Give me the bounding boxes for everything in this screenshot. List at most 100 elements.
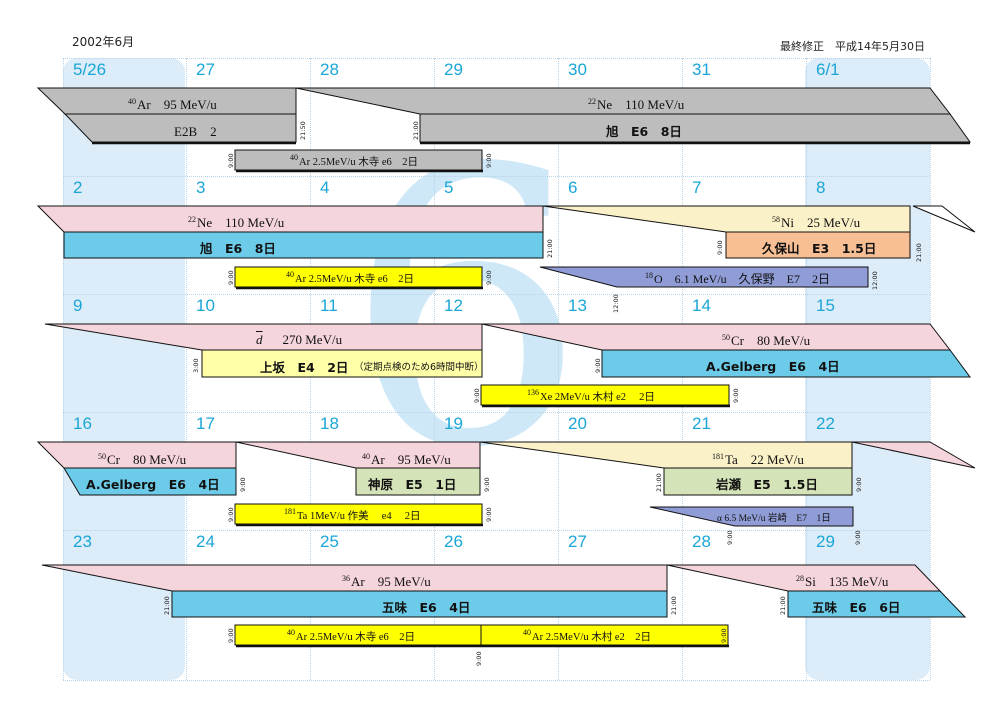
time-mark: 21:00: [779, 596, 787, 615]
band-w4-iwase[interactable]: [663, 467, 853, 496]
band-w3-uesaka[interactable]: [201, 349, 483, 378]
time-mark: 9:00: [720, 628, 728, 643]
time-mark: 21:00: [915, 243, 923, 262]
band-w1-ne-bottom[interactable]: [419, 113, 971, 143]
band-w4-kanbara[interactable]: [355, 467, 481, 496]
time-mark: 9:00: [483, 477, 491, 492]
time-mark: 12:00: [871, 271, 879, 290]
label-w5-gomi2: 五味 E6 6日: [812, 600, 901, 615]
grid-line: [63, 294, 930, 295]
day-number: 2: [73, 178, 83, 197]
label-w3-xe: 136Xe 2MeV/u 木村 e2 2日: [527, 388, 655, 403]
day-number: 9: [73, 296, 83, 315]
time-mark: 9:00: [854, 530, 862, 545]
time-mark: 21:00: [670, 596, 678, 615]
label-w3-gelberg: A.Gelberg E6 4日: [706, 359, 840, 374]
time-mark: 21:00: [163, 596, 171, 615]
label-w5-si: 28Si 135 MeV/u: [796, 574, 889, 589]
day-number: 18: [320, 414, 339, 433]
label-w2-kubo: 久保山 E3 1.5日: [762, 241, 877, 256]
day-number: 27: [196, 60, 215, 79]
time-mark: 9:00: [227, 628, 235, 643]
day-number: 17: [196, 414, 215, 433]
day-number: 5/26: [73, 60, 107, 79]
time-mark: 9:00: [485, 270, 493, 285]
day-number: 19: [444, 414, 463, 433]
day-number: 23: [73, 532, 92, 551]
label-w3-uesaka: 上坂 E4 2日: [260, 360, 349, 375]
time-mark: 21:50: [299, 121, 307, 140]
day-number: 28: [692, 532, 711, 551]
band-w4-next[interactable]: [851, 441, 976, 469]
label-w4-cr: 50Cr 80 MeV/u: [98, 452, 187, 467]
day-number: 15: [816, 296, 835, 315]
grid-line: [63, 58, 930, 59]
grid-line: [63, 176, 930, 177]
day-number: 12: [444, 296, 463, 315]
grid-line: [558, 58, 559, 680]
time-mark: 9:00: [732, 388, 740, 403]
label-w3-note: （定期点検のため6時間中断）: [354, 362, 484, 373]
time-mark: 9:00: [227, 270, 235, 285]
time-mark: 21:00: [412, 121, 420, 140]
label-w2-ni: 58Ni 25 MeV/u: [772, 215, 861, 230]
band-w2-asahi[interactable]: [63, 231, 544, 259]
label-w4-ta: 181Ta 22 MeV/u: [712, 452, 804, 467]
time-mark: 21:00: [546, 239, 554, 258]
day-number: 6: [568, 178, 578, 197]
day-number: 6/1: [816, 60, 840, 79]
revision-date: 最終修正 平成14年5月30日: [780, 40, 925, 53]
label-w5-ar: 36Ar 95 MeV/u: [342, 574, 431, 589]
day-number: 16: [73, 414, 92, 433]
time-mark: 9:00: [726, 530, 734, 545]
day-number: 31: [692, 60, 711, 79]
label-w1-ne: 22Ne 110 MeV/u: [588, 97, 685, 112]
day-number: 5: [444, 178, 454, 197]
band-w2-ne-top[interactable]: [36, 205, 544, 233]
day-number: 14: [692, 296, 711, 315]
day-number: 20: [568, 414, 587, 433]
label-w2-o: 18O 6.1 MeV/u 久保野 E7 2日: [645, 271, 830, 286]
band-w2-o[interactable]: [539, 266, 869, 288]
label-w5-kidera: 40Ar 2.5MeV/u 木寺 e6 2日: [287, 628, 415, 643]
day-number: 11: [320, 296, 338, 315]
day-number: 8: [816, 178, 826, 197]
day-number: 10: [196, 296, 215, 315]
day-number: 25: [320, 532, 339, 551]
day-number: 29: [444, 60, 463, 79]
label-w4-kanbara: 神原 E5 1日: [368, 477, 457, 492]
time-mark: 3:00: [192, 358, 200, 373]
day-number: 3: [196, 178, 206, 197]
day-number: 13: [568, 296, 587, 315]
label-w2-ne: 22Ne 110 MeV/u: [188, 215, 285, 230]
label-w2-kidera: 40Ar 2.5MeV/u 木寺 e6 2日: [286, 270, 414, 285]
time-mark: 9:00: [855, 477, 863, 492]
label-w2-asahi: 旭 E6 8日: [200, 241, 276, 256]
time-mark: 9:00: [716, 240, 724, 255]
grid-line: [63, 530, 930, 531]
label-w4-gelberg: A.Gelberg E6 4日: [86, 477, 220, 492]
label-w4-alpha: α 6.5 MeV/u 岩崎 E7 1日: [717, 514, 831, 524]
time-mark: 9:00: [473, 388, 481, 403]
day-number: 28: [320, 60, 339, 79]
band-w2-next-ne[interactable]: [912, 205, 976, 233]
label-w3-cr: 50Cr 80 MeV/u: [722, 333, 811, 348]
month-title: 2002年6月: [72, 35, 135, 49]
label-w1-asahi: 旭 E6 8日: [606, 124, 682, 139]
time-mark: 9:00: [475, 651, 483, 666]
time-mark: 9:00: [485, 507, 493, 522]
band-w3-cr-top[interactable]: [481, 323, 952, 351]
band-w2-kubo[interactable]: [725, 231, 911, 259]
day-number: 7: [692, 178, 702, 197]
grid-line: [186, 58, 187, 680]
day-number: 4: [320, 178, 330, 197]
day-number: 22: [816, 414, 835, 433]
band-w5-gomi2[interactable]: [787, 590, 967, 618]
band-w3-gelberg[interactable]: [601, 349, 971, 378]
band-w4-gelberg[interactable]: [63, 467, 237, 496]
label-w4-ar: 40Ar 95 MeV/u: [362, 452, 451, 467]
band-w5-gomi[interactable]: [171, 590, 668, 618]
band-w4-alpha[interactable]: [649, 506, 854, 527]
watermark-six-icon: 6: [345, 88, 587, 531]
